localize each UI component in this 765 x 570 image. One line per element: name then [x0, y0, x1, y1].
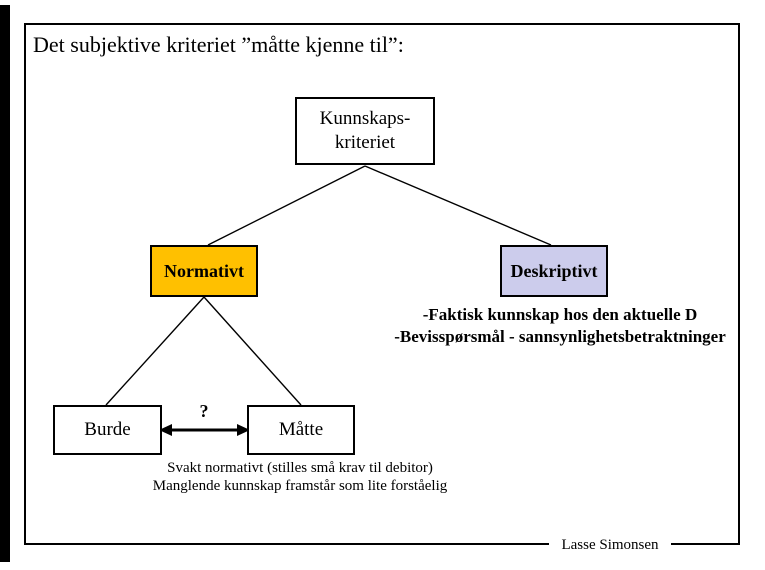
node-kunnskapskriteriet: Kunnskaps- kriteriet — [295, 97, 435, 165]
node-deskriptivt: Deskriptivt — [500, 245, 608, 297]
footer-author: Lasse Simonsen — [549, 535, 671, 555]
normativt-notes: Svakt normativt (stilles små krav til de… — [153, 459, 448, 495]
slide-title: Det subjektive kriteriet ”måtte kjenne t… — [33, 32, 404, 57]
question-mark-label: ? — [199, 401, 209, 421]
node-burde: Burde — [53, 405, 162, 455]
node-maatte: Måtte — [247, 405, 355, 455]
deskriptivt-note-line: -Bevisspørsmål - sannsynlighetsbetraktni… — [394, 327, 726, 346]
normativt-note-line: Svakt normativt (stilles små krav til de… — [167, 460, 433, 476]
deskriptivt-note-line: -Faktisk kunnskap hos den aktuelle D — [422, 305, 698, 324]
deskriptivt-notes: -Faktisk kunnskap hos den aktuelle D -Be… — [394, 304, 726, 348]
normativt-note-line: Manglende kunnskap framstår som lite for… — [152, 478, 448, 494]
left-accent-bar — [0, 5, 10, 562]
node-normativt: Normativt — [150, 245, 258, 297]
